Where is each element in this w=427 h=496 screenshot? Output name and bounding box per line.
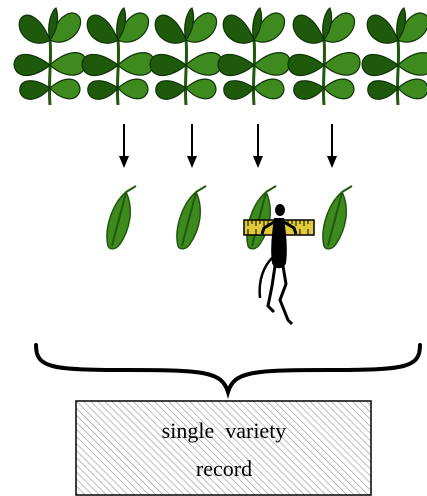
leaf-icon	[106, 185, 137, 250]
leaf-icon	[176, 185, 207, 250]
plant-icon	[13, 7, 87, 106]
record-line-1: single variety	[162, 418, 287, 443]
single-variety-record-box: single variety record	[75, 400, 372, 496]
person-measuring-icon	[243, 204, 315, 326]
plant-icon	[149, 7, 223, 106]
plant-icon	[217, 7, 291, 106]
record-line-2: record	[196, 456, 252, 481]
plant-icon	[81, 7, 155, 106]
leaf-icon	[322, 185, 353, 250]
arrow-down-icon	[187, 124, 197, 168]
arrow-down-icon	[253, 124, 263, 168]
arrows	[119, 124, 337, 168]
arrow-down-icon	[119, 124, 129, 168]
plant-icon	[287, 7, 361, 106]
plants-row	[13, 7, 427, 106]
sampled-leaves	[106, 185, 353, 250]
plant-icon	[361, 7, 427, 106]
arrow-down-icon	[327, 124, 337, 168]
grouping-brace	[34, 343, 422, 399]
